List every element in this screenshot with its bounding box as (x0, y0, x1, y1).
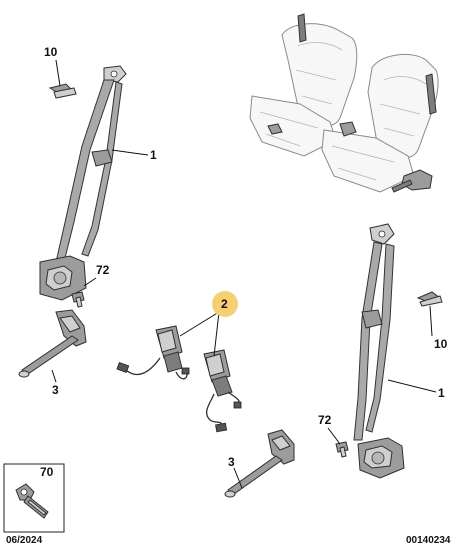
anchor-strap-left (18, 309, 87, 378)
seat-belt-right (353, 223, 405, 479)
part-labels: 10 1 72 3 2 10 1 72 3 (44, 45, 448, 469)
leader-lines (51, 59, 437, 489)
belt-guide-right (416, 291, 443, 307)
label-bolt-right: 72 (318, 413, 332, 427)
label-guide-right: 10 (434, 337, 448, 351)
label-anchor-right: 3 (228, 455, 235, 469)
label-belt-right: 1 (438, 386, 445, 400)
label-bolt-left: 72 (96, 263, 110, 277)
label-guide-left: 10 (44, 45, 58, 59)
label-anchor-left: 3 (52, 383, 59, 397)
callout-highlight (212, 291, 238, 317)
inset-box: 70 (3, 463, 65, 533)
belt-guide-left (48, 83, 77, 99)
footer-date: 06/2024 (6, 535, 43, 546)
buckle-assembly (116, 325, 242, 433)
seat-belt-left (39, 65, 127, 301)
rear-seats-illustration (249, 13, 439, 193)
bolt-right (335, 441, 349, 458)
label-inset-part: 70 (40, 465, 54, 479)
anchor-strap-right (224, 429, 295, 498)
push-rivet-clip (15, 483, 49, 519)
bolt-left (71, 291, 85, 308)
label-buckle: 2 (221, 297, 228, 311)
footer-reference: 00140234 (406, 535, 451, 546)
label-belt-left: 1 (150, 148, 157, 162)
